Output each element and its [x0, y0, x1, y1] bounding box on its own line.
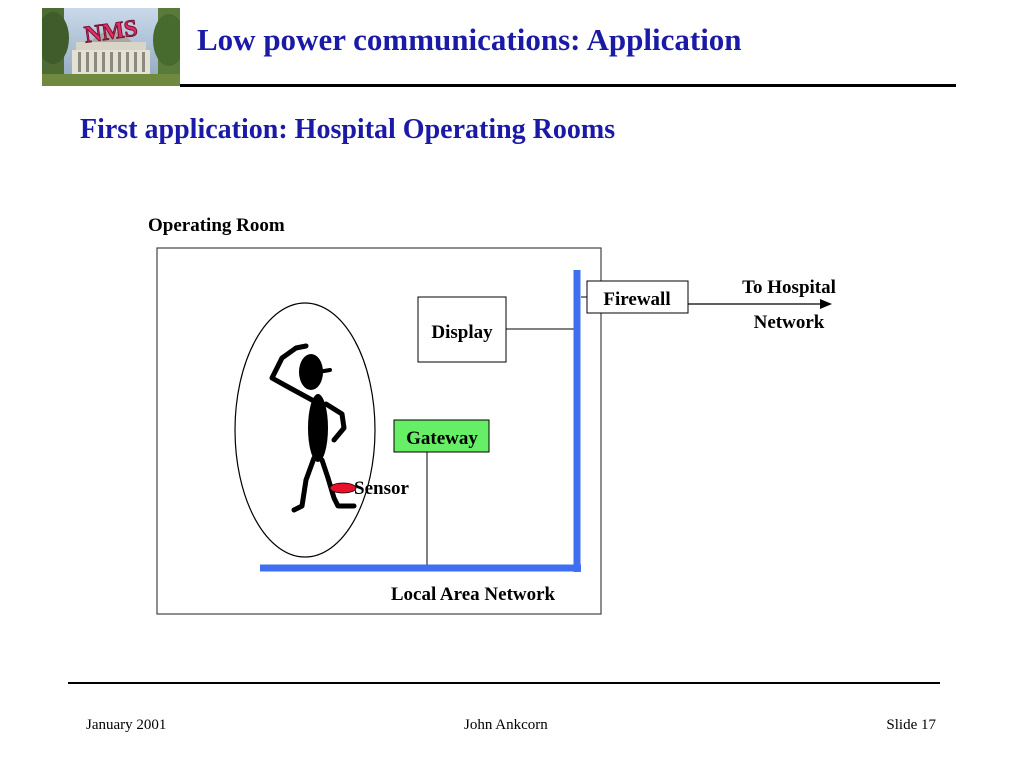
sensor-label: Sensor — [354, 478, 409, 499]
lan-label: Local Area Network — [391, 584, 556, 605]
hospital-label-line1: To Hospital — [742, 277, 836, 298]
logo-text: NMS — [83, 15, 139, 48]
nms-logo: NMS — [42, 8, 180, 86]
footer-slide-number: Slide 17 — [886, 717, 936, 733]
person-figure — [269, 343, 357, 513]
display-label: Display — [431, 322, 493, 343]
firewall-label: Firewall — [603, 289, 670, 310]
slide-subtitle: First application: Hospital Operating Ro… — [80, 114, 616, 145]
gateway-box — [393, 419, 490, 453]
sensor-icon — [329, 482, 357, 494]
display-box — [417, 296, 507, 363]
gateway-label: Gateway — [406, 428, 478, 449]
footer-date: January 2001 — [86, 717, 167, 733]
footer-divider — [68, 682, 940, 684]
arrowhead-icon — [820, 299, 832, 309]
footer-author: John Ankcorn — [464, 717, 548, 733]
hospital-label-line2: Network — [754, 312, 825, 333]
room-label: Operating Room — [148, 215, 285, 236]
patient-area — [234, 302, 376, 558]
slide-title: Low power communications: Application — [197, 22, 742, 57]
room-frame — [156, 247, 602, 615]
title-divider — [180, 84, 956, 87]
firewall-box — [586, 280, 689, 314]
